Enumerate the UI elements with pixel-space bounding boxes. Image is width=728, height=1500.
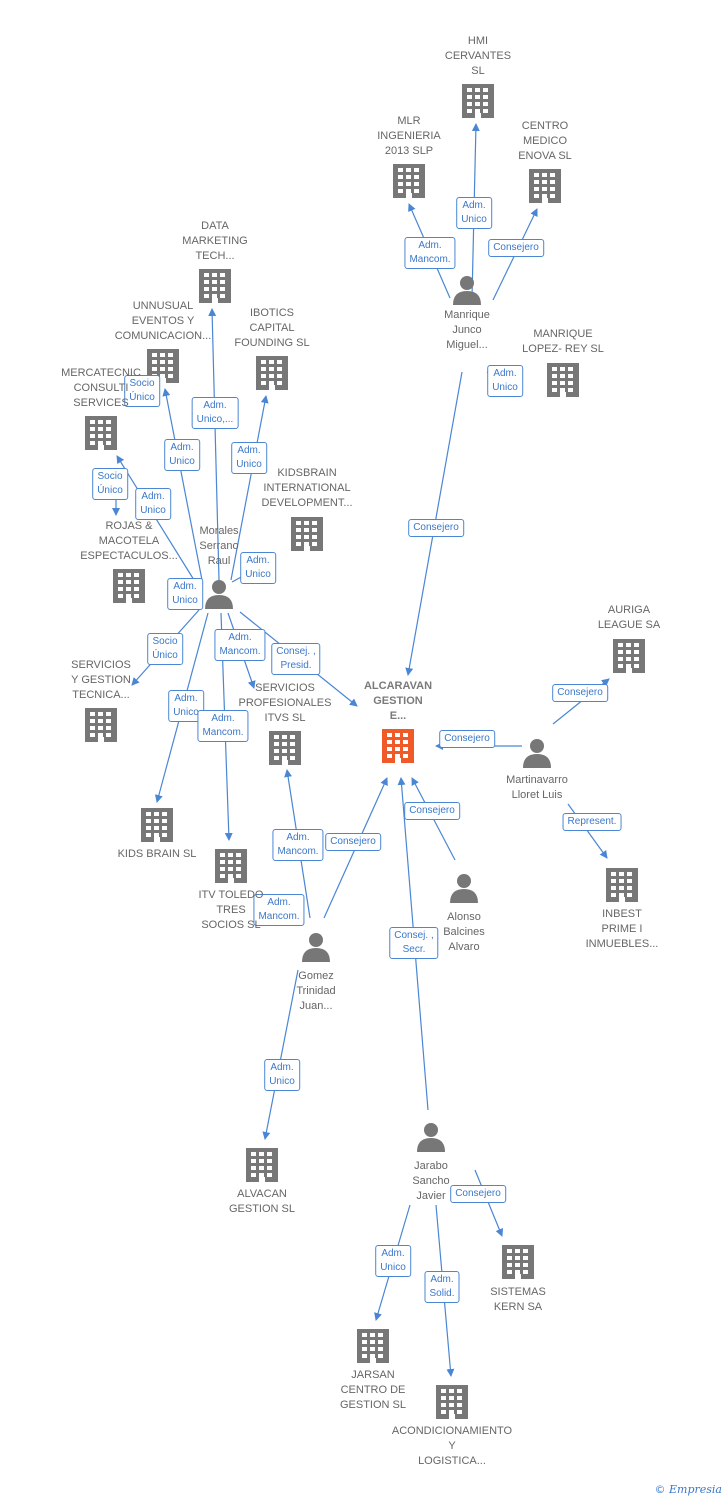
node-label-alvacan[interactable]: ALVACAN GESTION SL <box>228 1188 296 1215</box>
node-label-inbest[interactable]: INBEST PRIME I INMUEBLES... <box>585 908 659 950</box>
building-icon[interactable] <box>113 569 145 603</box>
edge-label-morales-alcaravan[interactable]: Consej. , Presid. <box>271 643 321 675</box>
person-icon[interactable] <box>523 739 551 768</box>
edge-gomez-alvacan <box>262 969 299 1140</box>
node-label-mercatecnic[interactable]: MERCATECNIC CONSULTI SERVICES <box>61 367 141 409</box>
edge-label-alonso-alcaravan[interactable]: Consejero <box>404 802 460 820</box>
node-label-servgest[interactable]: SERVICIOS Y GESTION TECNICA... <box>71 659 131 701</box>
building-icon[interactable] <box>199 269 231 303</box>
edge-label-jarabo-sistemas[interactable]: Consejero <box>450 1185 506 1203</box>
edge-label-morales-rojas[interactable]: Socio Único <box>92 468 128 500</box>
building-icon[interactable] <box>606 868 638 902</box>
edge-label-morales-kidsbrain[interactable]: Adm. Unico <box>168 690 204 722</box>
edge-label-morales-ibotics[interactable]: Adm. Unico <box>231 442 267 474</box>
edge-morales-data <box>208 308 220 581</box>
edge-label-gomez-alcaravan[interactable]: Consejero <box>325 833 381 851</box>
building-icon[interactable] <box>85 708 117 742</box>
building-icon[interactable] <box>547 363 579 397</box>
person-icon[interactable] <box>205 580 233 609</box>
node-label-data[interactable]: DATA MARKETING TECH... <box>182 220 248 262</box>
edge-label-manrique-hmi[interactable]: Adm. Mancom. <box>404 237 456 269</box>
edge-label-jarabo-alcaravan[interactable]: Consej. , Secr. <box>389 927 439 959</box>
node-label-jarabo[interactable]: Jarabo Sancho Javier <box>412 1160 450 1202</box>
edge-label-morales-kidsbrainint[interactable]: Adm. Unico <box>240 552 276 584</box>
building-icon[interactable] <box>269 731 301 765</box>
building-icon[interactable] <box>141 808 173 842</box>
person-icon[interactable] <box>302 933 330 962</box>
building-icon[interactable] <box>246 1148 278 1182</box>
node-label-manrique[interactable]: Manrique Junco Miguel... <box>444 309 490 351</box>
building-icon[interactable] <box>436 1385 468 1419</box>
node-label-unnusual[interactable]: UNNUSUAL EVENTOS Y COMUNICACION... <box>114 300 212 342</box>
edge-label-manrique-centro[interactable]: Consejero <box>488 239 544 257</box>
edge-label-morales-servprof[interactable]: Adm. Mancom. <box>214 629 266 661</box>
edge-label-gomez-servprof[interactable]: Adm. Mancom. <box>272 829 324 861</box>
building-icon[interactable] <box>613 639 645 673</box>
node-label-martinavarro[interactable]: Martinavarro Lloret Luis <box>506 774 568 801</box>
edge-label-morales-unnusual[interactable]: Adm. Unico <box>164 439 200 471</box>
building-icon-highlighted[interactable] <box>382 729 414 763</box>
building-icon[interactable] <box>393 164 425 198</box>
node-label-servprof[interactable]: SERVICIOS PROFESIONALES ITVS SL <box>238 682 332 724</box>
edge-label-manrique-manriquelopez[interactable]: Adm. Unico <box>487 365 523 397</box>
edge-jarabo-sistemas <box>474 1169 504 1237</box>
edge-label-martinavarro-alcaravan[interactable]: Consejero <box>439 730 495 748</box>
edge-label-manrique-alcaravan[interactable]: Consejero <box>408 519 464 537</box>
building-icon[interactable] <box>357 1329 389 1363</box>
person-icon[interactable] <box>450 874 478 903</box>
building-icon[interactable] <box>256 356 288 390</box>
node-label-sistemas[interactable]: SISTEMAS KERN SA <box>490 1286 546 1313</box>
edge-label-morales-mercatecnic[interactable]: Socio Único <box>124 375 160 407</box>
node-label-rojas[interactable]: ROJAS & MACOTELA ESPECTACULOS... <box>80 520 178 562</box>
node-label-hmi[interactable]: HMI CERVANTES SL <box>444 35 512 77</box>
edge-label-jarabo-jarsan[interactable]: Adm. Unico <box>375 1245 411 1277</box>
edge-label-martinavarro-inbest[interactable]: Represent. <box>562 813 622 831</box>
node-label-centro[interactable]: CENTRO MEDICO ENOVA SL <box>518 120 572 162</box>
node-label-kidsbrain[interactable]: KIDS BRAIN SL <box>117 848 197 860</box>
edge-label-gomez-alvacan[interactable]: Adm. Unico <box>264 1059 300 1091</box>
brand-footer[interactable]: © Empresia <box>655 1483 723 1496</box>
building-icon[interactable] <box>85 416 117 450</box>
copyright-icon: © <box>654 1483 666 1496</box>
brand-name: Empresia <box>669 1483 722 1496</box>
edge-label-morales-mercatecnic[interactable]: Adm. Unico <box>135 488 171 520</box>
edge-label-morales-servgest[interactable]: Adm. Unico <box>167 578 203 610</box>
building-icon[interactable] <box>462 84 494 118</box>
node-label-manriquelopez[interactable]: MANRIQUE LOPEZ- REY SL <box>522 328 604 355</box>
node-label-auriga[interactable]: AURIGA LEAGUE SA <box>597 604 661 631</box>
node-label-alcaravan[interactable]: ALCARAVAN GESTION E... <box>363 680 433 722</box>
node-label-morales[interactable]: Morales Serrano Raul <box>199 525 239 567</box>
edge-label-manrique-mlr[interactable]: Adm. Unico <box>456 197 492 229</box>
person-icon[interactable] <box>417 1123 445 1152</box>
building-icon[interactable] <box>529 169 561 203</box>
edge-morales-unnusual <box>162 388 203 581</box>
node-label-alonso[interactable]: Alonso Balcines Alvaro <box>443 911 485 953</box>
node-label-jarsan[interactable]: JARSAN CENTRO DE GESTION SL <box>339 1369 407 1411</box>
edge-label-morales-itv[interactable]: Adm. Mancom. <box>197 710 249 742</box>
node-label-gomez[interactable]: Gomez Trinidad Juan... <box>296 970 336 1012</box>
node-label-ibotics[interactable]: IBOTICS CAPITAL FOUNDING SL <box>234 307 310 349</box>
edge-label-morales-data[interactable]: Adm. Unico,... <box>191 397 239 429</box>
edge-morales-ibotics <box>230 395 269 581</box>
node-label-kidsbrainint[interactable]: KIDSBRAIN INTERNATIONAL DEVELOPMENT... <box>261 467 353 509</box>
building-icon[interactable] <box>502 1245 534 1279</box>
edge-label-martinavarro-auriga[interactable]: Consejero <box>552 684 608 702</box>
edge-label-jarabo-acond[interactable]: Adm. Solid. <box>424 1271 460 1303</box>
node-label-itv[interactable]: ITV TOLEDO TRES SOCIOS SL <box>198 889 264 931</box>
node-label-acond[interactable]: ACONDICIONAMIENTO Y LOGISTICA... <box>391 1425 513 1467</box>
edge-label-morales-servgest[interactable]: Socio Único <box>147 633 183 665</box>
person-icon[interactable] <box>453 276 481 305</box>
node-label-mlr[interactable]: MLR INGENIERIA 2013 SLP <box>377 115 441 157</box>
building-icon[interactable] <box>215 849 247 883</box>
edge-label-gomez-itv[interactable]: Adm. Mancom. <box>253 894 305 926</box>
building-icon[interactable] <box>291 517 323 551</box>
